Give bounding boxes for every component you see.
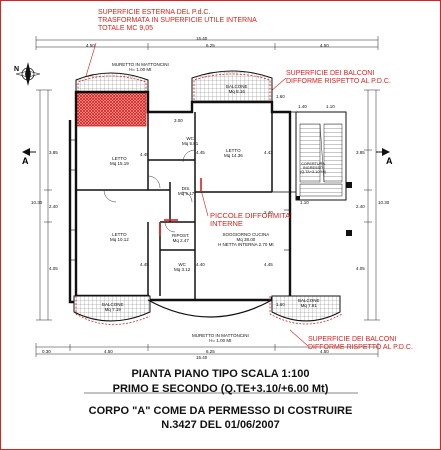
dim-r5: 1.60 (276, 302, 285, 307)
dim-i8: 4.45 (264, 262, 273, 267)
dim-right-b: 2.40 (356, 204, 365, 209)
dim-i7: 2.40 (264, 210, 273, 215)
note-balconi-top: SUPERFICIE DEI BALCONI DIFFORME RISPETTO… (286, 70, 391, 85)
dim-left-b: 2.40 (49, 204, 58, 209)
dim-right-total: 10.30 (378, 200, 390, 205)
muretto-bottom-wall (147, 299, 273, 318)
section-label-right: A (386, 156, 393, 166)
transformed-area (75, 91, 147, 127)
dim-i2: 3.00 (174, 118, 183, 123)
red-interior-marks (159, 178, 202, 236)
title-line-4: N.3427 DEL 01/06/2007 (161, 419, 280, 431)
dim-right-a: 3.85 (356, 150, 365, 155)
dim-i4: 4.45 (140, 262, 149, 267)
note-balconi-bottom: SUPERFICIE DEI BALCONI DIFFORME RISPETTO… (308, 336, 413, 351)
label-ripost: RIPOST.Mq 2.47 (172, 233, 190, 243)
dim-bot-c: 6.25 (206, 349, 215, 354)
dim-i3: 4.43 (264, 150, 273, 155)
balcony-top-right (191, 70, 273, 103)
compass-icon (15, 62, 41, 86)
right-dimensions (364, 89, 380, 321)
staircase (295, 111, 347, 201)
section-mark-left (22, 148, 36, 156)
left-dimensions (36, 89, 52, 321)
dim-r3: 1.10 (326, 104, 335, 109)
title-line-2: PRIMO E SECONDO (Q.TE+3.10/+6.00 Mt) (112, 383, 329, 395)
dim-bot-total: 15.40 (196, 355, 208, 360)
door-swings (103, 149, 196, 233)
dim-top-a: 4.50 (86, 43, 95, 48)
note-surface: SUPERFICIE ESTERNA DEL P.d.C. TRASFORMAT… (98, 9, 257, 32)
dim-r4: 1.10 (300, 200, 309, 205)
balcony-top-left (75, 72, 149, 93)
right-columns (296, 182, 352, 236)
bottom-dimensions (35, 343, 379, 357)
dim-right-c: 4.05 (356, 266, 365, 271)
dim-left-total: 10.30 (31, 200, 43, 205)
dim-i5: 4.45 (196, 150, 205, 155)
section-mark-right (376, 148, 390, 156)
top-dimensions (35, 36, 379, 50)
dim-r1: 1.60 (276, 94, 285, 99)
label-dis: DIS.Mq 6.17 (178, 186, 195, 196)
section-label-left: A (22, 156, 29, 166)
dim-left-a: 3.85 (49, 150, 58, 155)
dim-top-c: 4.50 (320, 43, 329, 48)
dim-bot-b: 4.50 (104, 349, 113, 354)
balcony-bottom-left (73, 295, 151, 325)
dim-left-c: 4.05 (49, 266, 58, 271)
windows (70, 139, 290, 261)
dim-top-total: 15.40 (196, 36, 208, 41)
dim-r2: 1.40 (298, 104, 307, 109)
dim-top-b: 6.25 (206, 43, 215, 48)
title-line-1: PIANTA PIANO TIPO SCALA 1:100 (131, 368, 310, 380)
title-line-3: CORPO "A" COME DA PERMESSO DI COSTRUIRE (88, 405, 353, 417)
dim-bot-d: 4.50 (320, 349, 329, 354)
dim-bot-a: 0.30 (42, 349, 51, 354)
note-piccole: PICCOLE DIFFORMITA' INTERNE (210, 211, 292, 228)
inner-walls (76, 112, 273, 300)
balcony-bottom-right (269, 295, 343, 325)
dim-i6: 4.40 (196, 262, 205, 267)
entrance-roof (271, 111, 297, 193)
dim-i1: 4.45 (140, 152, 149, 157)
compass-label: N (14, 66, 20, 73)
